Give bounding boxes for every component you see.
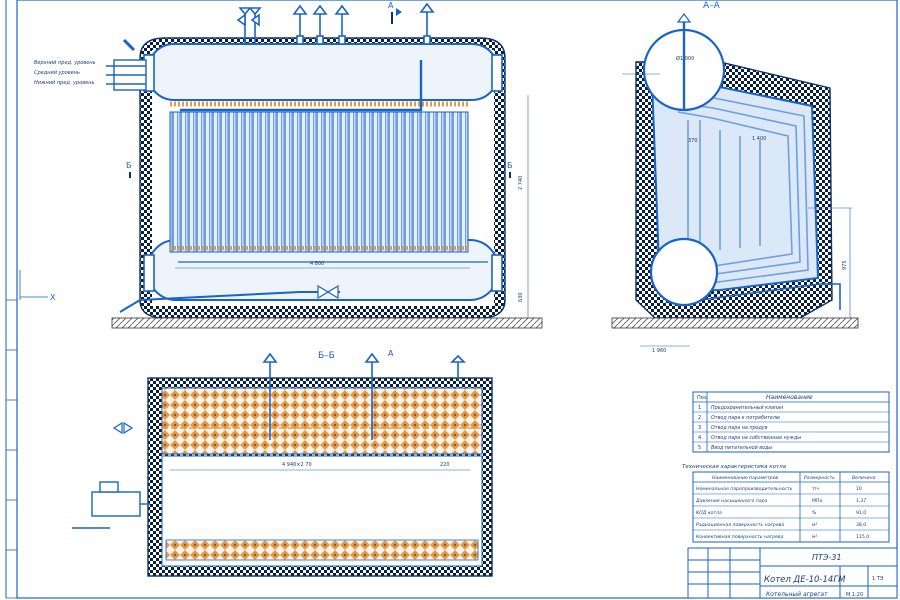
spec-row-unit: % xyxy=(812,510,817,516)
steam-riser-pipe xyxy=(180,60,423,112)
spec-row-unit: МПа xyxy=(812,498,822,504)
section-b-mark-right: Б xyxy=(507,161,513,170)
plan-burner xyxy=(72,481,150,529)
nozzle-table-title: Наименование xyxy=(766,394,813,401)
spec-row-unit: м² xyxy=(812,523,817,528)
spec-row-unit: м² xyxy=(812,535,817,540)
left-margin-stamp xyxy=(5,299,18,599)
water-level-connector xyxy=(106,59,147,91)
upper-drum xyxy=(147,43,499,101)
aa-dim-width: 1 400 xyxy=(752,136,766,142)
front-view: Верхний пред. уровень Средний уровень Ни… xyxy=(19,1,543,329)
nozzle-rows: 1 Предохранительный клапан 2 Отвод пара к п… xyxy=(693,405,889,453)
spec-caption: Техническая характеристика котла xyxy=(682,464,787,470)
dim-main-length: 4 800 xyxy=(310,261,324,267)
plan-dim-length: 4 940×2 70 xyxy=(282,462,312,468)
nozzle-row-name: Отвод пара на продув xyxy=(711,425,768,431)
nozzle-row-num: 2 xyxy=(698,415,701,421)
spec-row-value: 10 xyxy=(856,486,862,492)
section-b-b-view: Б–Б А 4 940×2 70 220 xyxy=(72,349,493,577)
nozzle-row-name: Отвод пара к потребителю xyxy=(711,415,780,421)
dim-low: 630 xyxy=(518,292,524,302)
title-block xyxy=(687,547,898,599)
level-label-3: Нижний пред. уровень xyxy=(34,80,95,86)
convective-tube-bank xyxy=(169,111,469,253)
section-b-mark-left: Б xyxy=(126,161,132,170)
stamp-scale: М 1:20 xyxy=(846,592,863,598)
nozzle-row-num: 4 xyxy=(698,435,701,441)
nozzle-table-head-num: Поз. xyxy=(697,395,708,401)
stamp-subtitle: Котельный агрегат xyxy=(766,591,828,598)
spec-rows: Номинальная паропроизводительность т/ч 10Д… xyxy=(693,486,889,543)
spec-table: Наименование параметров Размерность Вели… xyxy=(692,471,890,543)
nozzle-row-num: 1 xyxy=(698,405,701,411)
nozzle-row-num: 3 xyxy=(698,425,701,431)
spec-row-value: 115,0 xyxy=(856,534,869,540)
plan-upper-tubes xyxy=(161,387,483,455)
sheet-frame xyxy=(16,0,898,599)
nozzle-row-name: Ввод питательной воды xyxy=(711,445,772,451)
aa-dim-height: 975 xyxy=(842,260,848,270)
top-valves xyxy=(236,2,435,45)
spec-head-unit: Размерность xyxy=(804,475,835,481)
stamp-code: ПТЭ-31 xyxy=(812,553,842,562)
spec-row-param: Конвективная поверхность нагрева xyxy=(696,534,784,540)
spec-row-param: КПД котла xyxy=(696,510,722,516)
aa-dim-top: 370 xyxy=(688,138,698,144)
section-a-a-view: А–А Ø1 000 370 1 400 975 1 960 xyxy=(611,1,859,354)
level-label-2: Средний уровень xyxy=(34,70,80,76)
spec-head-value: Величина xyxy=(852,475,876,481)
nozzle-table: Поз. Наименование 1 Предохранительный кла… xyxy=(692,391,890,453)
plan-dim-small: 220 xyxy=(440,462,450,468)
nozzle-row-num: 5 xyxy=(698,445,701,451)
plan-furnace-screen xyxy=(165,539,479,561)
aa-lower-drum xyxy=(649,237,719,307)
spec-row-param: Давление насыщенного пара xyxy=(695,498,768,504)
spec-row-value: 38,0 xyxy=(856,522,866,528)
level-label-1: Верхний пред. уровень xyxy=(34,60,96,66)
section-a-mark-top: А xyxy=(388,1,394,10)
nozzle-row-name: Предохранительный клапан xyxy=(711,405,783,411)
stamp-sheet: 1 ТЭ xyxy=(872,576,884,582)
section-aa-title: А–А xyxy=(703,1,721,11)
aa-feed-line xyxy=(699,283,841,310)
aa-drum-dia: Ø1 000 xyxy=(676,55,694,62)
spec-row-value: 1,37 xyxy=(856,498,866,504)
plan-valves xyxy=(262,352,466,440)
spec-row-param: Радиационная поверхность нагрева xyxy=(696,522,784,528)
aa-ground xyxy=(611,317,859,329)
section-bb-title: Б–Б xyxy=(318,351,335,361)
section-a-mark-plan: А xyxy=(388,349,394,358)
dim-height: 2 740 xyxy=(518,176,524,190)
spec-head-param: Наименование параметров xyxy=(712,475,778,481)
spec-row-unit: т/ч xyxy=(812,486,819,492)
stamp-title: Котел ДЕ-10-14ГМ xyxy=(764,575,846,585)
spec-row-param: Номинальная паропроизводительность xyxy=(696,486,793,492)
front-ground xyxy=(111,317,543,329)
spec-row-value: 91,0 xyxy=(856,510,866,516)
aa-dim-base: 1 960 xyxy=(652,348,666,354)
axis-x-label: X xyxy=(50,293,56,302)
nozzle-row-name: Отвод пара на собственные нужды xyxy=(711,435,801,441)
